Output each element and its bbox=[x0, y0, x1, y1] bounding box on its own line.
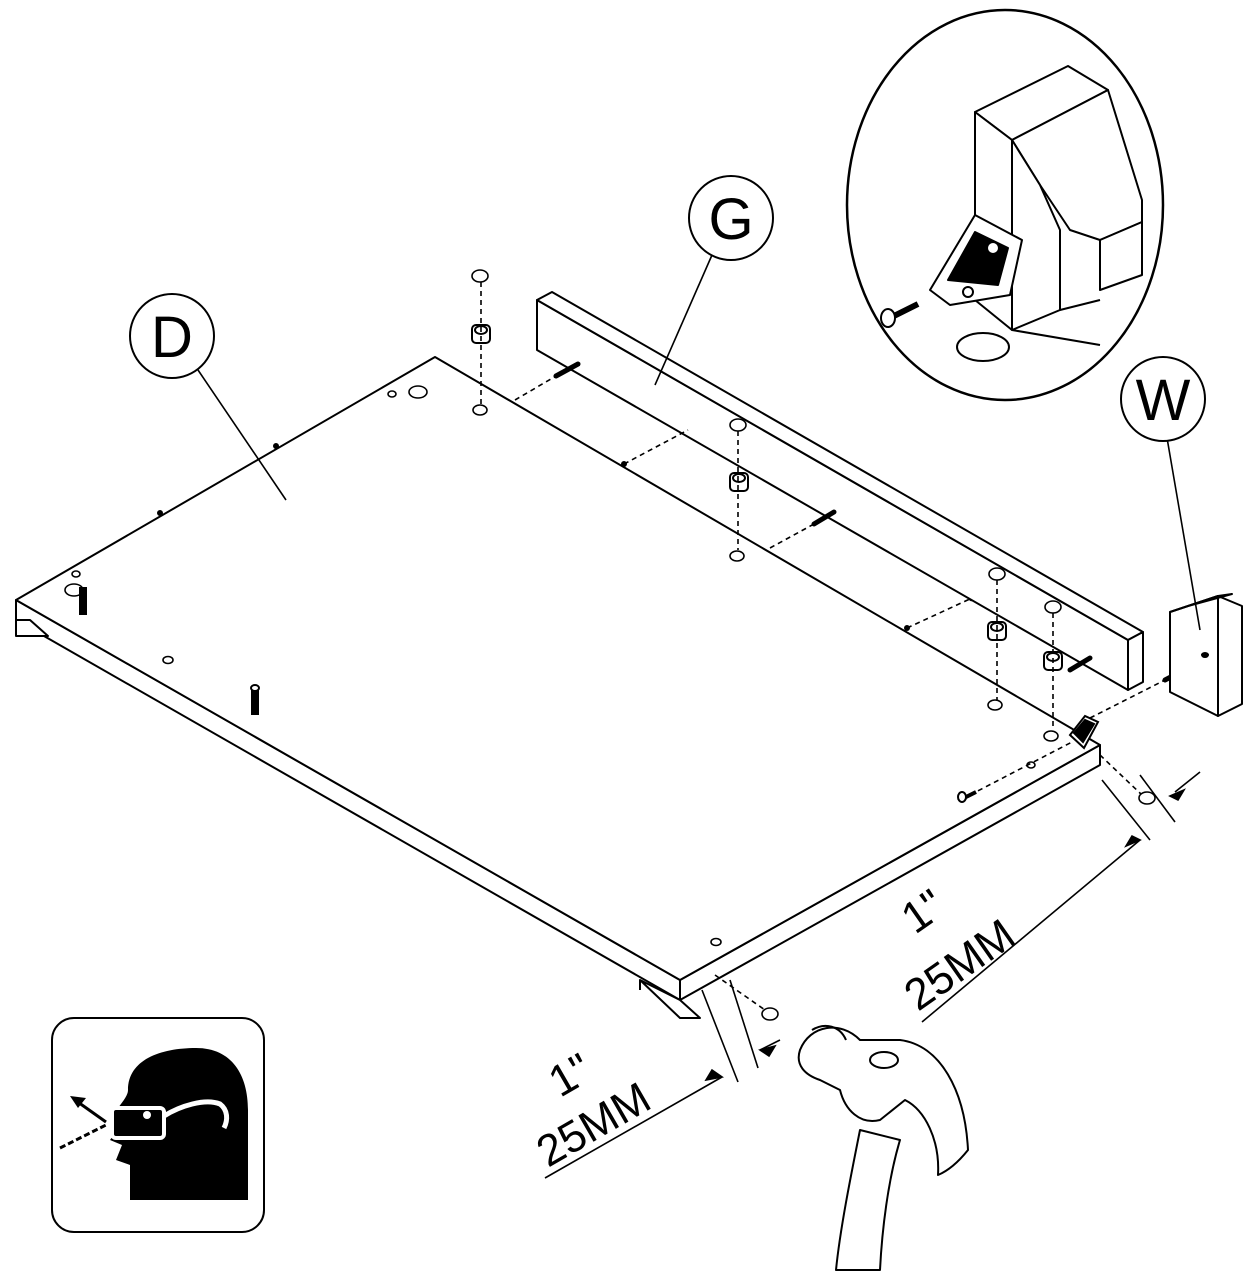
dimension-front bbox=[544, 979, 781, 1179]
panel-d-holes bbox=[64, 385, 1059, 947]
cam-locks bbox=[471, 324, 1063, 671]
panel-d bbox=[15, 356, 1101, 1019]
hammer-icon bbox=[797, 1024, 969, 1271]
safety-glasses-icon bbox=[51, 1017, 265, 1233]
corner-bracket bbox=[1068, 714, 1100, 750]
corner-bracket-detail bbox=[845, 8, 1165, 402]
svg-text:G: G bbox=[708, 187, 753, 252]
panel-g bbox=[536, 291, 1144, 691]
bracket-screw bbox=[957, 790, 977, 803]
dimension-side-labels: 1" 25MM bbox=[893, 880, 1024, 1020]
dimension-side bbox=[921, 771, 1201, 1023]
svg-text:D: D bbox=[151, 305, 193, 370]
assembly-dash-lines bbox=[480, 282, 1166, 1011]
callout-d: D bbox=[129, 293, 215, 379]
callout-w: W bbox=[1120, 356, 1206, 442]
callout-leaders bbox=[197, 254, 1201, 631]
svg-text:1": 1" bbox=[893, 880, 954, 943]
panel-d-bolts bbox=[79, 587, 260, 715]
panel-g-holes bbox=[471, 269, 1062, 614]
dimension-front-labels: 1" 25MM bbox=[529, 1044, 659, 1176]
part-w bbox=[1169, 593, 1243, 717]
callout-g: G bbox=[688, 175, 774, 261]
svg-text:W: W bbox=[1136, 368, 1191, 433]
edge-nails bbox=[761, 791, 1156, 1021]
